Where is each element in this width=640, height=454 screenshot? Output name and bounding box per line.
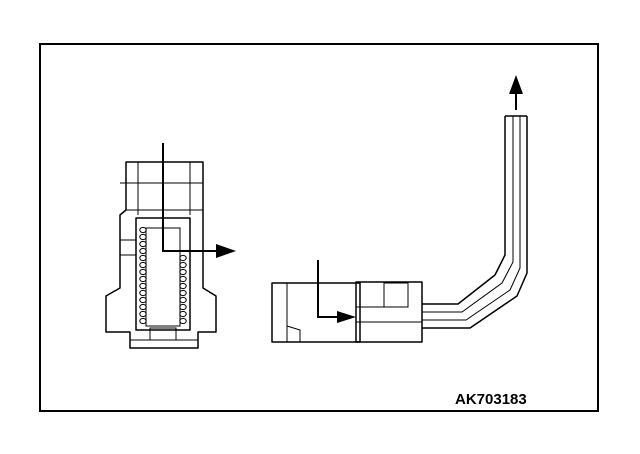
- spring-coil: [179, 254, 187, 262]
- spring-coil: [139, 310, 147, 318]
- spring-coil: [139, 275, 147, 283]
- diagram-frame: [39, 43, 599, 412]
- spring-coil: [139, 268, 147, 276]
- flow-arrow-left: [162, 143, 236, 258]
- valve-body: [105, 161, 217, 349]
- spring-coil: [179, 275, 187, 283]
- spring-coil: [179, 282, 187, 290]
- spring-coil: [139, 240, 147, 248]
- spring-coil: [139, 226, 147, 234]
- figure-code: AK703183: [455, 391, 527, 408]
- spring-coil: [139, 282, 147, 290]
- spring-coil: [139, 254, 147, 262]
- spring-coil: [179, 310, 187, 318]
- spring-coil: [179, 296, 187, 304]
- connector-body: [271, 281, 423, 343]
- spring-coil: [139, 317, 147, 325]
- spring-coil: [139, 303, 147, 311]
- spring-coil: [179, 289, 187, 297]
- spring-coil: [139, 247, 147, 255]
- spring-coil: [139, 233, 147, 241]
- flow-arrow-right: [317, 260, 356, 323]
- spring-coil: [139, 261, 147, 269]
- valve-spring: [139, 226, 187, 325]
- tube-pipe: [422, 115, 528, 329]
- spring-coil: [179, 268, 187, 276]
- spring-coil: [179, 261, 187, 269]
- spring-coil: [139, 289, 147, 297]
- spring-coil: [179, 317, 187, 325]
- flow-arrow-up: [509, 75, 523, 110]
- spring-coil: [179, 303, 187, 311]
- spring-coil: [139, 296, 147, 304]
